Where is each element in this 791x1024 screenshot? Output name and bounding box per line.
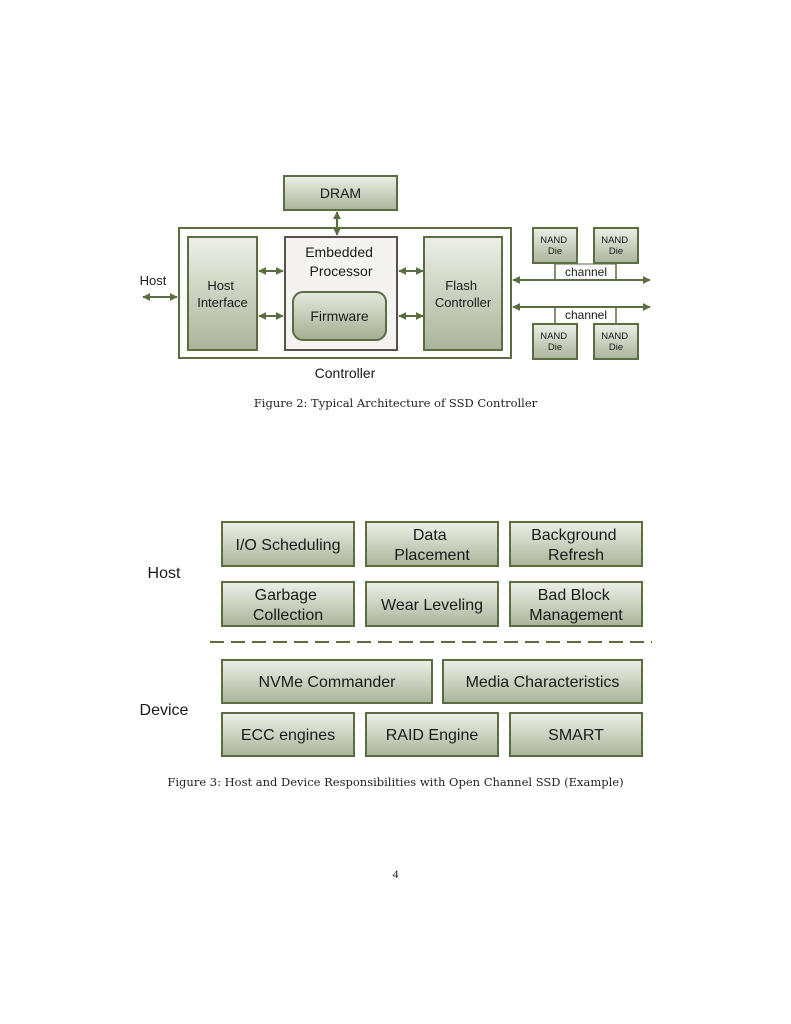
figure-2-caption: Figure 2: Typical Architecture of SSD Co…: [253, 396, 538, 410]
data-placement-label: Data Placement: [394, 527, 470, 564]
io-scheduling-label: I/O Scheduling: [236, 537, 341, 554]
raid-engine-box: [365, 712, 499, 757]
smart-label: SMART: [548, 727, 604, 744]
nand-die-1-label: NAND Die: [540, 235, 570, 257]
channel-1-label: channel: [565, 265, 607, 279]
nvme-commander-label: NVMe Commander: [259, 674, 397, 691]
host-external-label: Host: [140, 273, 167, 288]
host-side-label: Host: [148, 565, 181, 582]
bad-block-management-box: [509, 581, 643, 627]
nvme-commander-box: [221, 659, 433, 704]
background-refresh-box: [509, 521, 643, 567]
media-characteristics-label: Media Characteristics: [466, 674, 620, 691]
wear-leveling-label: Wear Leveling: [381, 597, 483, 614]
media-characteristics-box: [442, 659, 643, 704]
dram-box: [283, 175, 398, 211]
controller-label: Controller: [315, 365, 376, 381]
firmware-box: [292, 291, 387, 341]
dram-label: DRAM: [320, 185, 361, 201]
flash-controller-label: Flash Controller: [435, 278, 492, 310]
nand-die-4: [593, 323, 639, 360]
wear-leveling-box: [365, 581, 499, 627]
nand-die-4-label: NAND Die: [601, 331, 631, 353]
host-interface-box: [187, 236, 258, 351]
nand-die-3-label: NAND Die: [540, 331, 570, 353]
raid-engine-label: RAID Engine: [386, 727, 479, 744]
device-side-label: Device: [140, 702, 189, 719]
background-refresh-label: Background Refresh: [531, 527, 621, 564]
embedded-processor-label: Embedded Processor: [305, 244, 377, 279]
nand-die-2-label: NAND Die: [601, 235, 631, 257]
smart-box: [509, 712, 643, 757]
garbage-collection-box: [221, 581, 355, 627]
ecc-engines-box: [221, 712, 355, 757]
nand-die-2: [593, 227, 639, 264]
figure-3-caption: Figure 3: Host and Device Responsibiliti…: [167, 775, 624, 789]
bad-block-management-label: Bad Block Management: [529, 587, 623, 624]
io-scheduling-box: [221, 521, 355, 567]
ecc-engines-label: ECC engines: [241, 727, 335, 744]
channel-2-label: channel: [565, 308, 607, 322]
firmware-label: Firmware: [310, 308, 369, 324]
data-placement-box: [365, 521, 499, 567]
page-number: 4: [392, 867, 399, 881]
garbage-collection-label: Garbage Collection: [253, 587, 323, 624]
flash-controller-box: [423, 236, 503, 351]
host-interface-label: Host Interface: [197, 278, 248, 310]
nand-die-3: [532, 323, 578, 360]
nand-die-1: [532, 227, 578, 264]
